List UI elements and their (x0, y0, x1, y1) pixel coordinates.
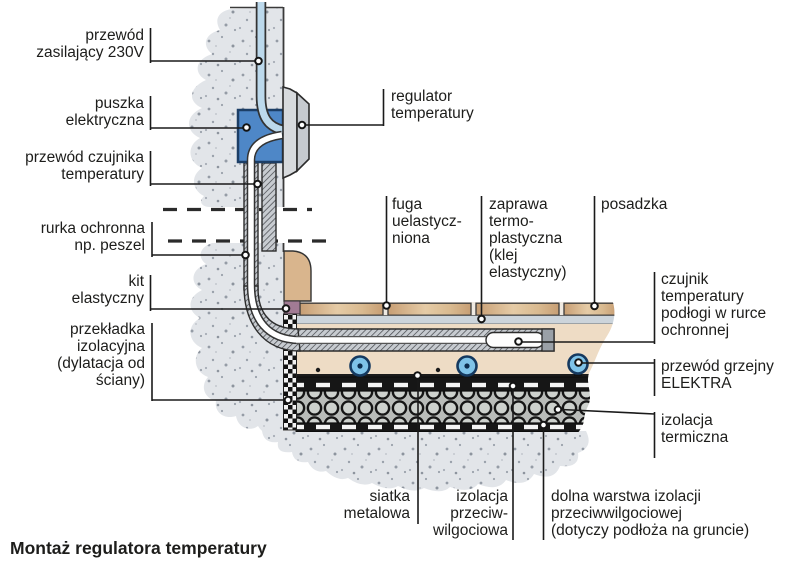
page-title: Montaż regulatora temperatury (10, 538, 267, 558)
label-elastic-putty: kit elastyczny (71, 273, 144, 307)
sensor-cable (246, 130, 488, 345)
mortar-layer (295, 315, 615, 325)
thermal-insulation-layer (295, 390, 615, 424)
metal-mesh-layer (296, 374, 615, 377)
leader-dots (241, 56, 599, 430)
label-floor-finish: posadzka (601, 196, 668, 213)
wall-lower (190, 243, 283, 436)
leader-lines (149, 28, 656, 540)
label-power-cable: przewód zasilający 230V (36, 27, 144, 61)
label-thermal-insulation: izolacja termiczna (661, 412, 729, 446)
moisture-barrier-layer (295, 376, 615, 392)
power-cable (255, 2, 285, 136)
label-grout: fuga uelastycz- niona (392, 196, 462, 247)
regulator-body (282, 85, 310, 180)
label-insulation-spacer: przekładka izolacyjna (dylatacja od ścia… (57, 321, 145, 389)
protective-tube-right (261, 161, 277, 252)
heating-cable-circles (315, 353, 589, 378)
cove-tile (283, 250, 312, 302)
label-protective-tube: rurka ochronna np. peszel (40, 220, 145, 254)
label-sensor-cable: przewód czujnika temperatury (25, 149, 144, 183)
ground-concrete (262, 431, 589, 492)
bottom-moisture-layer (295, 422, 615, 432)
label-floor-sensor: czujnik temperatury podłogi w rurce ochr… (661, 271, 767, 339)
label-mortar: zaprawa termo- plastyczna (klej elastycz… (489, 196, 567, 281)
label-moisture-insulation: izolacja przeciw- wilgociowa (433, 488, 508, 539)
label-heating-cable: przewód grzejny ELEKTRA (661, 358, 774, 392)
label-metal-mesh: siatka metalowa (343, 488, 410, 522)
label-electrical-box: puszka elektryczna (65, 95, 144, 129)
label-bottom-moisture-layer: dolna warstwa izolacji przeciwwilgociowe… (551, 488, 750, 539)
label-regulator: regulator temperatury (391, 88, 474, 122)
floor-tiles (299, 302, 615, 316)
